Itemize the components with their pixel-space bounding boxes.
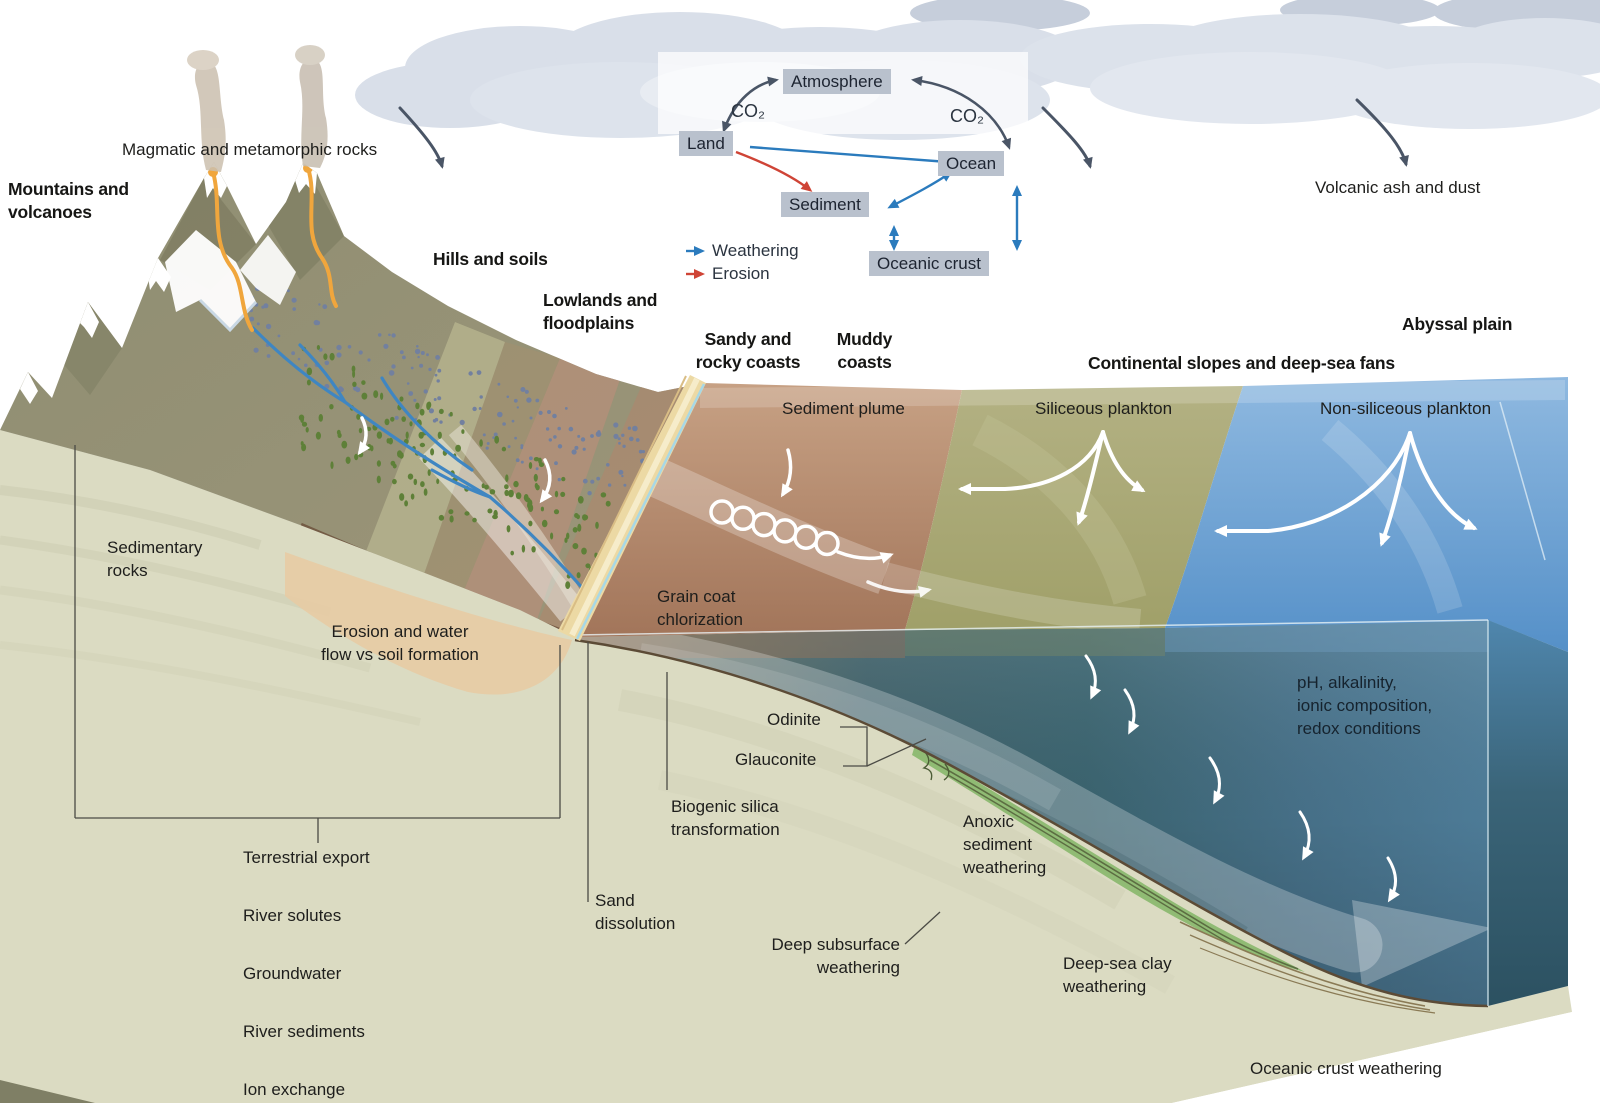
co2-label-left: CO₂ xyxy=(731,101,765,121)
inset-node-atmosphere: Atmosphere xyxy=(783,69,891,94)
label-biogenic-silica: Biogenic silica transformation xyxy=(671,797,780,839)
label-muddy-coasts: Muddy coasts xyxy=(836,329,893,372)
label-ph-conditions: pH, alkalinity, ionic composition, redox… xyxy=(1297,673,1433,738)
label-terrestrial-export-list: Terrestrial export River solutes Groundw… xyxy=(243,843,370,1103)
river-network xyxy=(251,326,588,594)
label-non-siliceous-plankton: Non-siliceous plankton xyxy=(1320,399,1492,418)
sandy-coast xyxy=(558,375,706,641)
label-anoxic-sediment: Anoxic sediment weathering xyxy=(963,812,1047,877)
flow-arrows xyxy=(357,416,1478,903)
label-lowlands-floodplains: Lowlands and floodplains xyxy=(543,290,658,333)
label-hills-soils: Hills and soils xyxy=(433,249,548,269)
land-mass xyxy=(0,162,704,637)
label-deep-sea-clay: Deep-sea clay weathering xyxy=(1063,954,1172,996)
label-abyssal-plain: Abyssal plain xyxy=(1402,314,1513,334)
water-side-face xyxy=(1488,620,1568,1006)
legend-weathering-label: Weathering xyxy=(712,241,799,260)
label-erosion-water-flow: Erosion and water flow vs soil formation xyxy=(321,622,479,664)
label-sandy-rocky-coasts: Sandy and rocky coasts xyxy=(695,329,801,372)
label-deep-subsurface: Deep subsurface weathering xyxy=(771,935,900,977)
volcano-smoke xyxy=(187,45,328,172)
corner-mask xyxy=(1172,1012,1600,1103)
inset-arrows xyxy=(686,76,1022,279)
ash-fall-arrows xyxy=(398,98,1409,169)
label-sand-dissolution: Sand dissolution xyxy=(595,891,676,933)
label-magmatic-rocks: Magmatic and metamorphic rocks xyxy=(122,140,378,159)
list-item: Groundwater xyxy=(243,964,342,983)
list-item: River solutes xyxy=(243,906,342,925)
label-siliceous-plankton: Siliceous plankton xyxy=(1035,399,1173,418)
inset-node-ocean: Ocean xyxy=(938,151,1005,176)
label-odinite: Odinite xyxy=(767,710,821,729)
label-sedimentary-rocks: Sedimentary rocks xyxy=(107,538,203,580)
legend-erosion-label: Erosion xyxy=(712,264,770,283)
snow-caps xyxy=(20,162,317,404)
list-item: Ion exchange xyxy=(243,1080,346,1099)
crust-block xyxy=(0,430,1572,1103)
list-item: River sediments xyxy=(243,1022,365,1041)
waterline xyxy=(574,619,1489,636)
label-oceanic-crust-weathering: Oceanic crust weathering xyxy=(1250,1059,1442,1078)
inset-node-sediment: Sediment xyxy=(781,192,869,217)
annotation-lines xyxy=(74,445,941,945)
inset-node-land: Land xyxy=(679,131,733,156)
label-mountains-volcanoes: Mountains and volcanoes xyxy=(8,179,129,222)
inset-node-oceanic-crust: Oceanic crust xyxy=(869,251,989,276)
label-grain-coat: Grain coat chlorization xyxy=(657,587,743,629)
lava-flows xyxy=(211,166,338,332)
co2-label-right: CO₂ xyxy=(950,106,984,126)
label-sediment-plume: Sediment plume xyxy=(782,399,905,418)
label-glauconite: Glauconite xyxy=(735,750,817,769)
label-continental-slopes: Continental slopes and deep-sea fans xyxy=(1088,353,1395,373)
right-margin xyxy=(1569,140,1600,990)
label-volcanic-ash: Volcanic ash and dust xyxy=(1315,178,1481,197)
list-item: Terrestrial export xyxy=(243,848,370,867)
